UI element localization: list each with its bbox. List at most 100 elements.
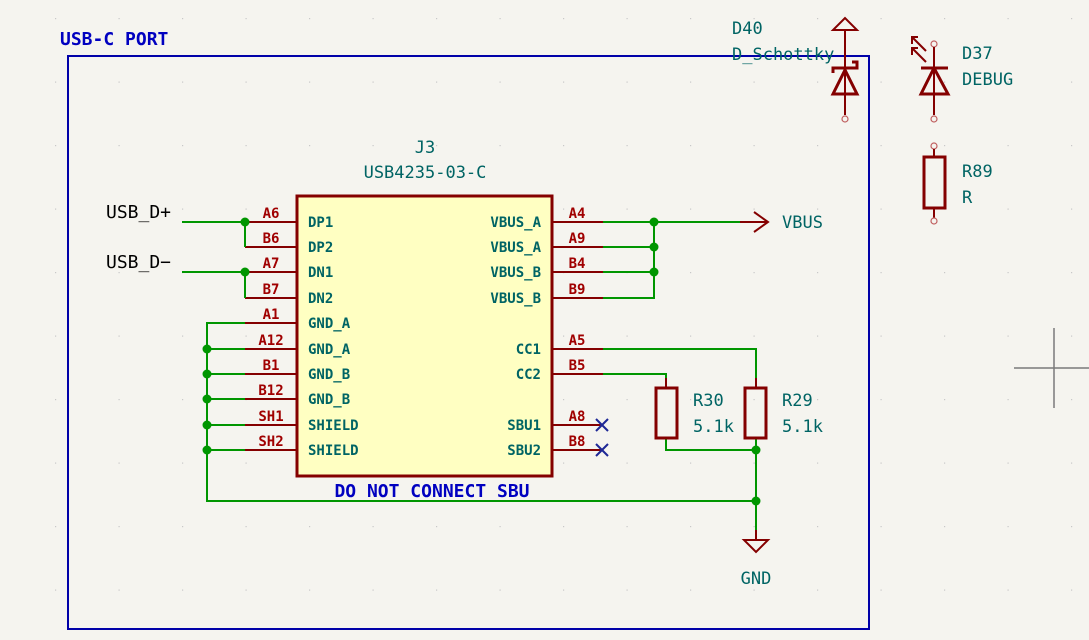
j3-body[interactable]	[295, 194, 554, 478]
pin-b8[interactable]: B8 SBU2	[507, 434, 603, 459]
pin-number: A8	[569, 409, 586, 425]
grid-dot	[880, 335, 882, 337]
wire-usb-dp[interactable]	[182, 217, 250, 248]
resistor-r30[interactable]: R30 5.1k	[654, 378, 734, 440]
pin-sh1[interactable]: SH1 SHIELD	[245, 409, 359, 434]
grid-dot	[753, 81, 755, 83]
grid-dot	[55, 18, 57, 20]
grid-dot	[944, 145, 946, 147]
grid-dot	[118, 526, 120, 528]
grid-dot	[1071, 81, 1073, 83]
pin-a1[interactable]: A1 GND_A	[245, 307, 351, 332]
pin-b9[interactable]: B9 VBUS_B	[490, 282, 603, 307]
pin-a6[interactable]: A6 DP1	[245, 206, 333, 231]
grid-dot	[182, 526, 184, 528]
grid-dot	[944, 589, 946, 591]
grid-dot	[245, 208, 247, 210]
junction-dot	[751, 445, 761, 455]
pin-name: DN2	[308, 291, 333, 307]
grid-dot	[499, 589, 501, 591]
pin-number: B9	[569, 282, 586, 298]
pin-number: A5	[569, 333, 586, 349]
junction-dot	[202, 420, 212, 430]
junction-dot	[202, 369, 212, 379]
vbus-power-flag[interactable]: VBUS	[740, 211, 823, 233]
junction-dot	[202, 394, 212, 404]
junction-dot	[649, 242, 659, 252]
grid-dot	[690, 81, 692, 83]
grid-dot	[817, 145, 819, 147]
pin-name: VBUS_B	[490, 265, 541, 281]
gnd-power-symbol[interactable]: GND	[741, 530, 772, 589]
grid-dot	[309, 81, 311, 83]
pin-name: SHIELD	[308, 418, 359, 434]
note-do-not-connect-sbu: DO NOT CONNECT SBU	[334, 481, 529, 502]
diode-d40[interactable]: D40 D_Schottky	[732, 16, 860, 123]
wire-gnd-bus[interactable]	[202, 322, 757, 502]
pin-b7[interactable]: B7 DN2	[245, 282, 333, 307]
pin-a9[interactable]: A9 VBUS_A	[490, 231, 603, 256]
resistor-r29[interactable]: R29 5.1k	[743, 378, 823, 440]
pin-a5[interactable]: A5 CC1	[516, 333, 603, 358]
wire-vbus[interactable]	[603, 217, 740, 299]
grid-dot	[880, 18, 882, 20]
wire-usb-dm[interactable]	[182, 267, 250, 299]
net-label-usb-dm[interactable]: USB_D−	[106, 252, 171, 273]
r30-reference: R30	[693, 391, 724, 411]
net-label-usb-dp[interactable]: USB_D+	[106, 202, 171, 223]
grid-dot	[880, 81, 882, 83]
led-d37[interactable]: D37 DEBUG	[911, 36, 1013, 123]
pin-b4[interactable]: B4 VBUS_B	[490, 256, 603, 281]
connector-j3[interactable]: J3 USB4235-03-C A6 DP1 B6 DP2 A7 DN1 B7 …	[245, 138, 603, 478]
grid-dot	[1071, 272, 1073, 274]
no-connect-sbu2[interactable]	[595, 443, 609, 457]
grid-dot	[245, 526, 247, 528]
grid-dot	[690, 526, 692, 528]
grid-dot	[1007, 208, 1009, 210]
grid-dot	[118, 462, 120, 464]
pin-number: A4	[569, 206, 586, 222]
grid-dot	[499, 526, 501, 528]
grid-dot	[626, 208, 628, 210]
d37-value: DEBUG	[962, 70, 1013, 90]
pin-b5[interactable]: B5 CC2	[516, 358, 603, 383]
pin-a12[interactable]: A12 GND_A	[245, 333, 351, 358]
pin-name: SHIELD	[308, 443, 359, 459]
pin-a7[interactable]: A7 DN1	[245, 256, 333, 281]
grid-dot	[690, 18, 692, 20]
arrow-right-icon	[753, 211, 770, 233]
grid-dot	[753, 272, 755, 274]
grid-dot	[436, 18, 438, 20]
wire-cc1[interactable]	[603, 348, 757, 380]
grid-dot	[1071, 589, 1073, 591]
pin-sh2[interactable]: SH2 SHIELD	[245, 434, 359, 459]
grid-dot	[118, 18, 120, 20]
grid-dot	[1007, 145, 1009, 147]
pin-b6[interactable]: B6 DP2	[245, 231, 333, 256]
pin-a8[interactable]: A8 SBU1	[507, 409, 603, 434]
grid-dot	[1071, 335, 1073, 337]
pin-number: SH1	[258, 409, 283, 425]
no-connect-sbu1[interactable]	[595, 418, 609, 432]
wire-resistor-gnd[interactable]	[665, 438, 761, 530]
grid-dot	[372, 526, 374, 528]
grid-dot	[1007, 526, 1009, 528]
grid-dot	[372, 589, 374, 591]
pin-b1[interactable]: B1 GND_B	[245, 358, 350, 383]
junction-dot	[240, 217, 250, 227]
grid-dot	[753, 589, 755, 591]
ground-icon	[741, 539, 771, 554]
grid-dot	[626, 399, 628, 401]
grid-dot	[944, 526, 946, 528]
grid-dot	[690, 589, 692, 591]
grid-dot	[55, 208, 57, 210]
pin-a4[interactable]: A4 VBUS_A	[490, 206, 603, 231]
grid-dot	[55, 526, 57, 528]
pin-b12[interactable]: B12 GND_B	[245, 383, 350, 408]
pin-name: GND_B	[308, 367, 350, 383]
pin-number: A9	[569, 231, 586, 247]
resistor-r89[interactable]: R89 R	[922, 142, 993, 225]
sheet-frame[interactable]	[67, 55, 870, 630]
wire-cc2[interactable]	[603, 373, 667, 380]
